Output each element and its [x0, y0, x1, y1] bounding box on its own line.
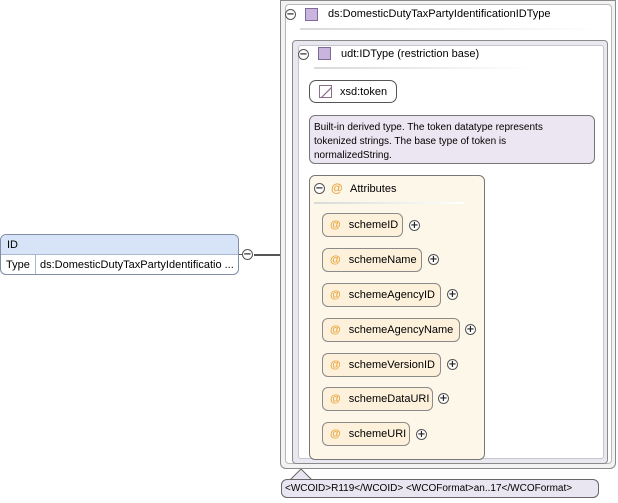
element-type-row: Type ds:DomesticDutyTaxPartyIdentificati… — [1, 255, 238, 274]
appinfo-footer: <WCOID>R119</WCOID> <WCOFormat>an..17</W… — [281, 479, 599, 498]
simple-type-icon — [318, 47, 331, 60]
type-title: ds:DomesticDutyTaxPartyIdentificationIDT… — [328, 8, 551, 20]
attribute-icon: @ — [330, 428, 341, 440]
attribute-label: schemeAgencyID — [348, 289, 435, 301]
attribute-icon: @ — [330, 393, 341, 405]
title-underline — [300, 28, 600, 30]
attribute-label: schemeURI — [348, 428, 407, 440]
connector-line — [254, 254, 295, 256]
documentation-line: normalizedString. — [314, 150, 392, 161]
attribute-scheme-agency-name[interactable]: @ schemeAgencyName — [322, 318, 460, 342]
documentation-box: Built-in derived type. The token datatyp… — [309, 115, 595, 164]
attribute-icon: @ — [331, 181, 343, 195]
attributes-collapse-toggle[interactable]: − — [314, 183, 325, 194]
attribute-scheme-id[interactable]: @ schemeID — [322, 213, 403, 237]
attribute-icon: @ — [330, 324, 341, 336]
attribute-label: schemeAgencyName — [348, 324, 454, 336]
attribute-icon: @ — [330, 219, 341, 231]
built-in-type-icon — [319, 85, 332, 98]
attribute-scheme-version-id[interactable]: @ schemeVersionID — [322, 353, 441, 377]
attribute-scheme-name[interactable]: @ schemeName — [322, 248, 422, 272]
attribute-icon: @ — [330, 359, 341, 371]
title-underline — [314, 67, 532, 69]
attribute-label: schemeName — [348, 254, 417, 266]
attribute-expand-toggle[interactable]: + — [447, 289, 458, 300]
attribute-label: schemeID — [348, 219, 399, 231]
attribute-label: schemeDataURI — [348, 393, 430, 405]
attribute-scheme-data-uri[interactable]: @ schemeDataURI — [322, 387, 433, 411]
connector-line — [239, 254, 242, 255]
attribute-expand-toggle[interactable]: + — [416, 429, 427, 440]
attribute-expand-toggle[interactable]: + — [428, 254, 439, 265]
attributes-title: Attributes — [350, 183, 397, 195]
attribute-expand-toggle[interactable]: + — [465, 324, 476, 335]
element-collapse-toggle[interactable]: − — [242, 249, 253, 260]
element-box[interactable]: ID Type ds:DomesticDutyTaxPartyIdentific… — [0, 234, 239, 275]
attribute-expand-toggle[interactable]: + — [438, 393, 449, 404]
restriction-title: udt:IDType (restriction base) — [341, 48, 480, 60]
complex-type-icon — [305, 8, 318, 21]
type-value: ds:DomesticDutyTaxPartyIdentificatio ... — [40, 259, 234, 271]
attribute-scheme-uri[interactable]: @ schemeURI — [322, 422, 410, 446]
type-collapse-toggle[interactable]: − — [285, 9, 296, 20]
restriction-collapse-toggle[interactable]: − — [298, 49, 309, 60]
attribute-expand-toggle[interactable]: + — [447, 359, 458, 370]
attribute-icon: @ — [330, 289, 341, 301]
documentation-line: tokenized strings. The base type of toke… — [314, 136, 507, 147]
type-label: Type — [1, 255, 36, 274]
base-type-box[interactable]: xsd:token — [309, 80, 397, 103]
documentation-line: Built-in derived type. The token datatyp… — [314, 122, 543, 133]
element-name: ID — [1, 235, 238, 255]
attribute-scheme-agency-id[interactable]: @ schemeAgencyID — [322, 283, 441, 307]
title-underline — [314, 202, 464, 204]
attribute-label: schemeVersionID — [348, 359, 435, 371]
base-type-label: xsd:token — [340, 86, 388, 98]
attribute-expand-toggle[interactable]: + — [409, 220, 420, 231]
footer-callout-pointer — [290, 469, 312, 480]
attribute-icon: @ — [330, 254, 341, 266]
